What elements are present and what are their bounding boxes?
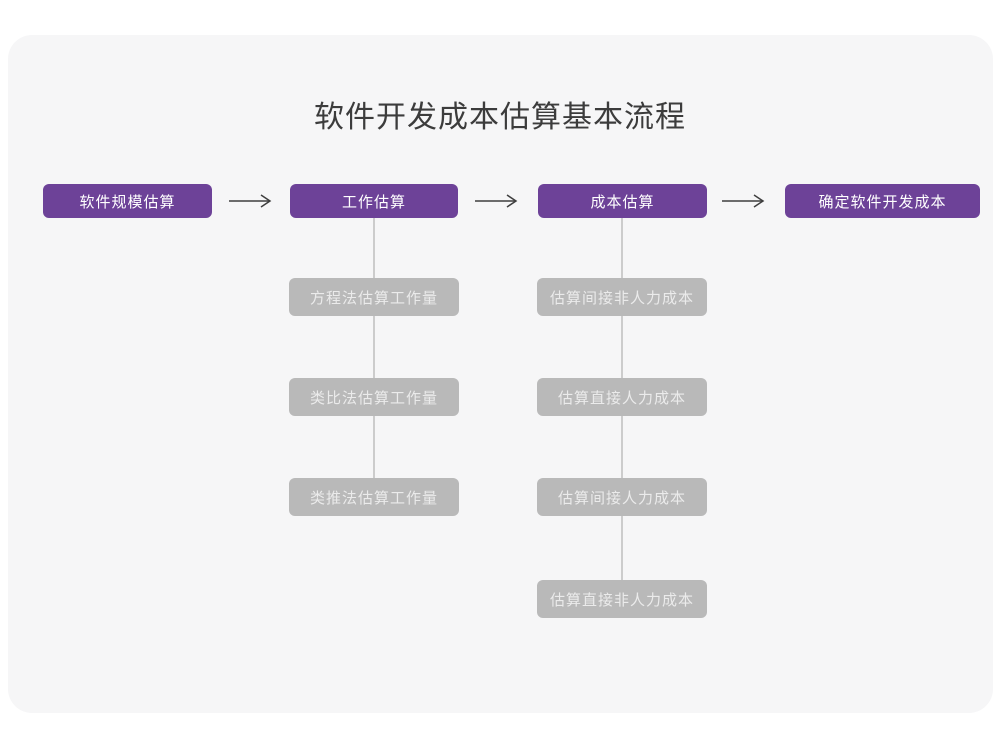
work-method-equation: 方程法估算工作量	[289, 278, 459, 316]
cost-item-direct-labor: 估算直接人力成本	[537, 378, 707, 416]
right-arrow-icon	[475, 194, 518, 208]
connector-line-work-column	[373, 218, 375, 497]
flow-step-cost-estimation: 成本估算	[538, 184, 707, 218]
diagram-card	[8, 35, 993, 713]
flow-step-work-estimation: 工作估算	[290, 184, 458, 218]
cost-item-direct-non-labor: 估算直接非人力成本	[537, 580, 707, 618]
cost-item-indirect-labor: 估算间接人力成本	[537, 478, 707, 516]
work-method-analogy: 类比法估算工作量	[289, 378, 459, 416]
work-method-extrapolation: 类推法估算工作量	[289, 478, 459, 516]
cost-item-indirect-non-labor: 估算间接非人力成本	[537, 278, 707, 316]
flow-step-determine-development-cost: 确定软件开发成本	[785, 184, 980, 218]
diagram-title: 软件开发成本估算基本流程	[314, 101, 686, 134]
right-arrow-icon	[229, 194, 272, 208]
right-arrow-icon	[722, 194, 765, 208]
flow-step-software-scale-estimation: 软件规模估算	[43, 184, 212, 218]
